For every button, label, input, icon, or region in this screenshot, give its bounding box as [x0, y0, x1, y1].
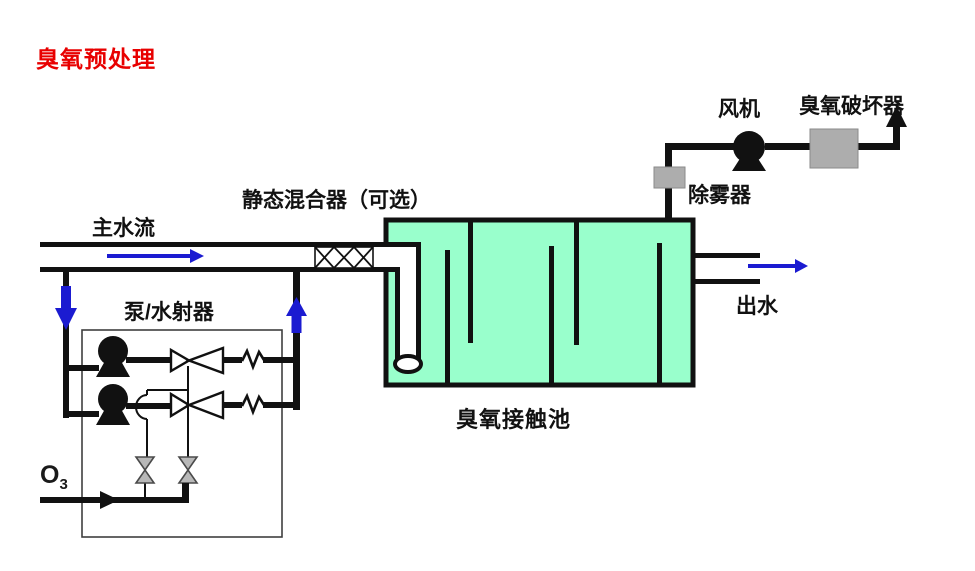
main-flow-label: 主水流	[92, 217, 155, 240]
fan-label: 风机	[718, 98, 760, 121]
exhaust-arrow	[886, 106, 907, 127]
page-title: 臭氧预处理	[36, 46, 156, 72]
flex-connector-1	[223, 347, 298, 371]
pump-2	[63, 384, 172, 425]
upflow-arrow	[286, 297, 307, 333]
ozone-contact-tank	[383, 217, 696, 388]
injector-valve-2	[169, 390, 225, 420]
diffuser-tube-mouth	[393, 354, 423, 374]
flex-connector-2	[223, 392, 298, 416]
ozone-destructor-label: 臭氧破坏器	[799, 95, 904, 118]
static-mixer-label: 静态混合器（可选）	[242, 189, 431, 212]
ozone-subscript: 3	[59, 476, 68, 493]
ozone-gas-lines	[135, 366, 189, 498]
tank-baffles	[445, 221, 662, 383]
fan-symbol	[732, 131, 766, 171]
pump-injector-label: 泵/水射器	[124, 301, 214, 324]
ozone-label: O3	[40, 461, 68, 493]
sidestream-pipes	[63, 272, 300, 418]
static-mixer	[314, 246, 374, 269]
offgas-line	[665, 106, 907, 221]
pump-1	[63, 336, 172, 377]
ozone-feed-arrow	[100, 491, 119, 509]
outflow-label: 出水	[736, 295, 778, 318]
ozone-symbol: O	[40, 461, 60, 489]
ozone-valve-left	[134, 456, 156, 484]
outlet-pipe	[693, 253, 808, 284]
outflow-arrow	[748, 259, 808, 273]
line-hop	[135, 394, 148, 420]
downflow-arrow	[55, 286, 77, 330]
contact-tank-label: 臭氧接触池	[456, 407, 572, 432]
ozone-valve-right	[177, 456, 199, 484]
demister-box	[653, 166, 686, 189]
ozone-feed-line	[40, 483, 189, 509]
injector-valve-1	[169, 346, 225, 375]
main-flow-arrow	[107, 249, 204, 263]
ozone-destructor-box	[809, 128, 859, 169]
pump-skid-box	[81, 329, 283, 538]
demister-label: 除雾器	[688, 184, 751, 207]
